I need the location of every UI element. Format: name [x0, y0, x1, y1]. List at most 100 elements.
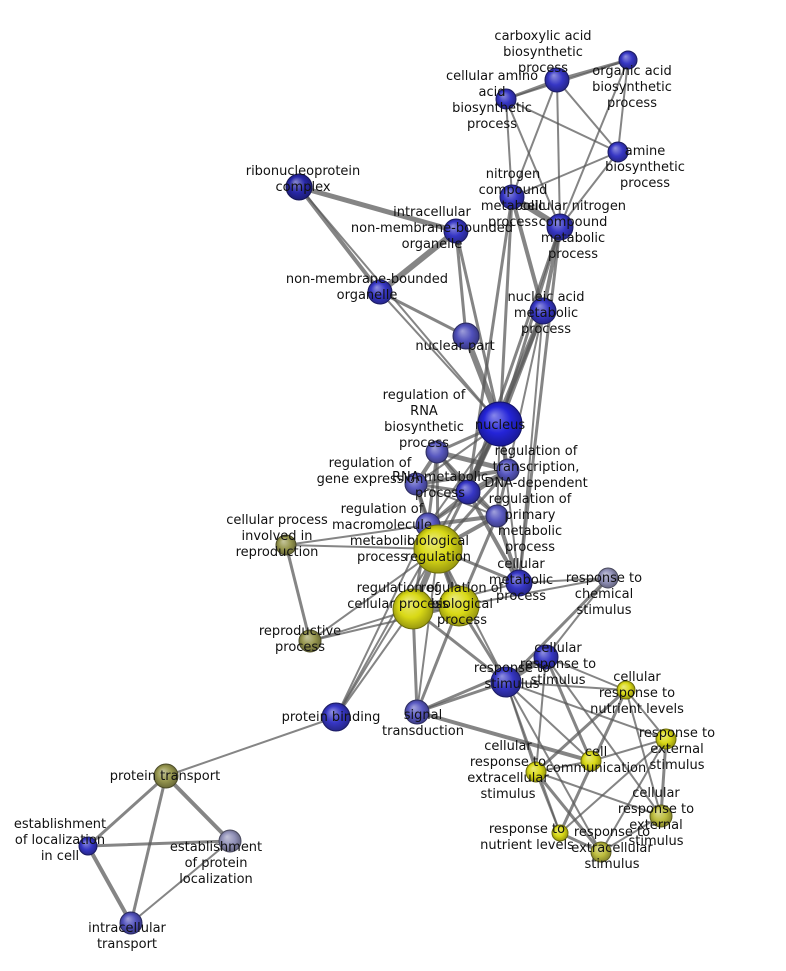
edge-reproductive-process--biological-regulation	[309, 548, 439, 642]
edge-carboxylic-acid-biosynthetic-process--amine-biosynthetic-process	[556, 79, 619, 153]
nodes-layer	[78, 50, 677, 935]
node-cellular-response-to-stimulus[interactable]	[533, 644, 559, 670]
edge-cellular-process-involved-in-reproduction--regulation-of-macromolecule-metabolic-process	[285, 524, 429, 546]
edge-nitrogen-compound-metabolic-process--nucleus	[498, 195, 514, 426]
edge-ribonucleoprotein-complex--intracellular-non-membrane-bounded-organelle	[296, 184, 459, 234]
node-regulation-of-biological-process[interactable]	[438, 585, 480, 627]
edge-intracellular-non-membrane-bounded-organelle--non-membrane-bounded-organelle	[377, 228, 459, 295]
edge-nucleic-acid-metabolic-process--cellular-metabolic-process	[518, 310, 544, 584]
node-carboxylic-acid-biosynthetic-process[interactable]	[544, 67, 570, 93]
edge-protein-transport--intracellular-transport	[129, 774, 168, 925]
edge-response-to-chemical-stimulus--cellular-metabolic-process	[518, 577, 609, 584]
edge-protein-binding--regulation-of-macromolecule-metabolic-process	[335, 524, 429, 718]
edge-response-to-chemical-stimulus--cellular-response-to-stimulus	[545, 577, 609, 658]
node-response-to-external-stimulus[interactable]	[655, 728, 677, 750]
edge-organic-acid-biosynthetic-process--cellular-nitrogen-compound-metabolic-process	[559, 59, 629, 228]
edge-cellular-response-to-stimulus--signal-transduction	[415, 655, 548, 714]
edge-cellular-amino-acid-biosynthetic-process--cellular-nitrogen-compound-metabolic-process	[505, 98, 561, 228]
edge-cellular-response-to-stimulus--cellular-response-to-extracellular-stimulus	[535, 656, 547, 773]
edge-response-to-chemical-stimulus--regulation-of-biological-process	[458, 577, 609, 607]
edge-establishment-of-protein-localization--intracellular-transport	[130, 840, 231, 924]
edge-response-to-extracellular-stimulus--cellular-response-to-external-stimulus	[600, 815, 662, 853]
node-response-to-nutrient-levels[interactable]	[551, 824, 569, 842]
edge-regulation-of-transcription-dna-dependent--regulation-of-gene-expression	[414, 468, 510, 486]
node-establishment-of-localization-in-cell[interactable]	[78, 836, 98, 856]
edge-response-to-external-stimulus--response-to-nutrient-levels	[559, 738, 667, 834]
node-protein-binding[interactable]	[321, 702, 351, 732]
edge-nucleic-acid-metabolic-process--regulation-of-transcription-dna-dependent	[507, 310, 544, 471]
node-biological-regulation[interactable]	[413, 524, 463, 574]
edge-cellular-response-to-extracellular-stimulus--cellular-response-to-external-stimulus	[535, 771, 662, 817]
edge-protein-binding--nucleus	[335, 423, 501, 718]
node-cellular-process-involved-in-reproduction[interactable]	[275, 534, 297, 556]
edge-regulation-of-rna-biosynthetic-process--regulation-of-transcription-dna-dependent	[434, 449, 511, 473]
node-intracellular-transport[interactable]	[119, 911, 143, 935]
edge-response-to-external-stimulus--cell-communication	[590, 738, 667, 762]
edge-response-to-external-stimulus--response-to-extracellular-stimulus	[600, 738, 667, 853]
edge-response-to-external-stimulus--cellular-response-to-external-stimulus	[659, 737, 668, 818]
node-protein-transport[interactable]	[153, 763, 179, 789]
edge-cellular-process-involved-in-reproduction--biological-regulation	[285, 544, 439, 550]
node-regulation-of-cellular-process[interactable]	[392, 588, 434, 630]
node-cellular-amino-acid-biosynthetic-process[interactable]	[495, 88, 517, 110]
node-establishment-of-protein-localization[interactable]	[218, 829, 242, 853]
edge-cellular-amino-acid-biosynthetic-process--nitrogen-compound-metabolic-process	[505, 98, 513, 198]
edge-response-to-stimulus--cell-communication	[505, 681, 592, 762]
node-cellular-response-to-external-stimulus[interactable]	[649, 804, 673, 828]
edge-cellular-amino-acid-biosynthetic-process--amine-biosynthetic-process	[505, 98, 619, 153]
node-response-to-stimulus[interactable]	[490, 666, 522, 698]
edge-cell-communication--signal-transduction	[415, 710, 593, 763]
edge-ribonucleoprotein-complex--non-membrane-bounded-organelle	[297, 185, 382, 294]
edge-cellular-response-to-nutrient-levels--cellular-response-to-external-stimulus	[625, 689, 662, 817]
node-nucleus[interactable]	[477, 401, 523, 447]
edge-nucleus--cellular-metabolic-process	[499, 423, 520, 584]
node-ribonucleoprotein-complex[interactable]	[285, 173, 313, 201]
edge-non-membrane-bounded-organelle--nuclear-part	[378, 290, 468, 338]
node-reproductive-process[interactable]	[298, 629, 322, 653]
edge-cellular-response-to-nutrient-levels--cellular-response-to-extracellular-stimulus	[534, 688, 628, 774]
edge-organic-acid-biosynthetic-process--amine-biosynthetic-process	[617, 59, 629, 153]
node-nucleic-acid-metabolic-process[interactable]	[529, 297, 557, 325]
node-cellular-nitrogen-compound-metabolic-process[interactable]	[546, 213, 574, 241]
edge-amine-biosynthetic-process--nitrogen-compound-metabolic-process	[511, 151, 619, 198]
node-intracellular-non-membrane-bounded-organelle[interactable]	[443, 218, 469, 244]
edge-cellular-response-to-stimulus--cellular-response-to-nutrient-levels	[545, 656, 627, 691]
node-cellular-response-to-nutrient-levels[interactable]	[616, 680, 636, 700]
node-cellular-response-to-extracellular-stimulus[interactable]	[525, 761, 547, 783]
edge-cellular-response-to-extracellular-stimulus--response-to-nutrient-levels	[535, 771, 561, 834]
node-regulation-of-transcription-dna-dependent[interactable]	[496, 458, 520, 482]
edge-rna-metabolic-process--cellular-metabolic-process	[466, 490, 521, 585]
node-cell-communication[interactable]	[580, 750, 602, 772]
edge-cellular-response-to-extracellular-stimulus--response-to-extracellular-stimulus	[534, 770, 603, 854]
node-signal-transduction[interactable]	[404, 699, 430, 725]
node-nuclear-part[interactable]	[452, 322, 480, 350]
edge-protein-transport--establishment-of-localization-in-cell	[86, 774, 168, 848]
edge-cellular-nitrogen-compound-metabolic-process--cellular-metabolic-process	[517, 225, 562, 585]
edge-establishment-of-localization-in-cell--establishment-of-protein-localization	[86, 839, 232, 848]
node-rna-metabolic-process[interactable]	[455, 479, 481, 505]
node-response-to-chemical-stimulus[interactable]	[597, 567, 619, 589]
node-regulation-of-primary-metabolic-process[interactable]	[485, 504, 509, 528]
node-amine-biosynthetic-process[interactable]	[607, 141, 629, 163]
node-organic-acid-biosynthetic-process[interactable]	[618, 50, 638, 70]
node-response-to-extracellular-stimulus[interactable]	[590, 841, 612, 863]
edge-intracellular-non-membrane-bounded-organelle--nuclear-part	[454, 229, 468, 338]
node-cellular-metabolic-process[interactable]	[505, 569, 533, 597]
node-nitrogen-compound-metabolic-process[interactable]	[499, 184, 525, 210]
edge-establishment-of-localization-in-cell--intracellular-transport	[86, 844, 133, 925]
edge-reproductive-process--regulation-of-biological-process	[309, 605, 460, 642]
node-non-membrane-bounded-organelle[interactable]	[367, 279, 393, 305]
node-regulation-of-rna-biosynthetic-process[interactable]	[425, 440, 449, 464]
edge-carboxylic-acid-biosynthetic-process--cellular-nitrogen-compound-metabolic-process	[556, 79, 561, 228]
node-regulation-of-gene-expression[interactable]	[404, 472, 428, 496]
edge-protein-transport--establishment-of-protein-localization	[164, 774, 232, 843]
